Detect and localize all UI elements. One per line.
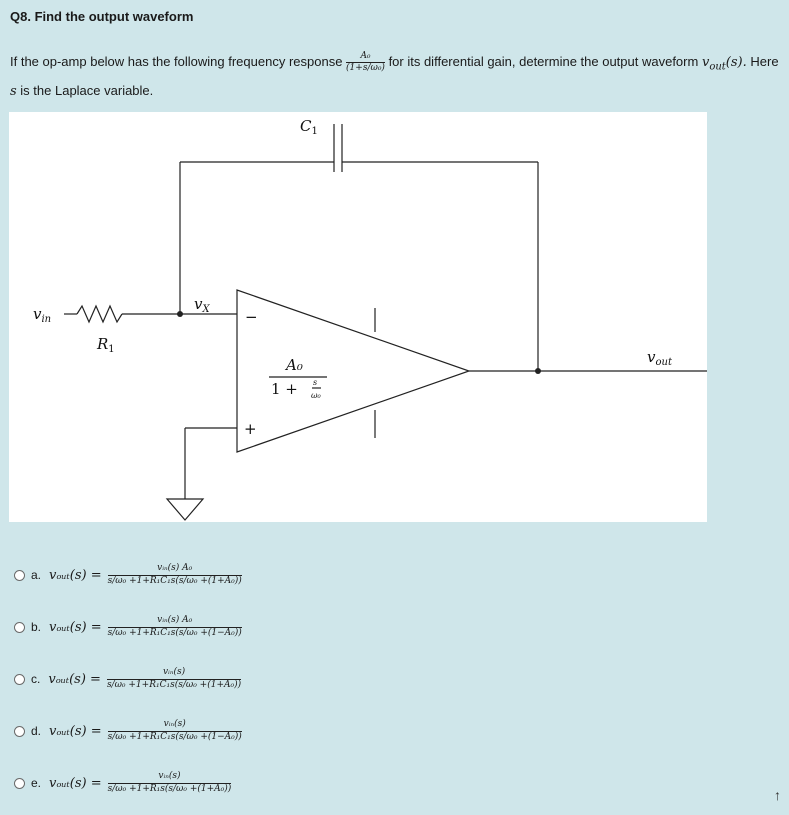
- option-b-denominator: s/ω₀ +1+R₁C₁s(s/ω₀ +(1−A₀)): [107, 626, 242, 638]
- minus-input-label: −: [245, 308, 258, 326]
- question-text-part2: for its differential gain, determine the…: [388, 54, 699, 69]
- ground-symbol: [165, 498, 205, 521]
- option-a-fraction: vᵢₙ(s) A₀ s/ω₀ +1+R₁C₁s(s/ω₀ +(1+A₀)): [107, 563, 242, 586]
- c1-label: C1: [300, 117, 318, 137]
- response-fraction: A₀ (1+s/ω₀): [346, 52, 385, 73]
- plus-input-label: +: [244, 420, 257, 438]
- option-e-fraction: vᵢₙ(s) s/ω₀ +1+R₁s(s/ω₀ +(1+A₀)): [107, 771, 232, 794]
- vout-label: vout: [647, 348, 673, 368]
- option-a-numerator: vᵢₙ(s) A₀: [157, 563, 193, 574]
- gain-numerator: A₀: [284, 356, 303, 374]
- node-out-dot: [535, 368, 541, 374]
- option-b-fraction: vᵢₙ(s) A₀ s/ω₀ +1+R₁C₁s(s/ω₀ +(1−A₀)): [107, 615, 242, 638]
- response-denominator: (1+s/ω₀): [346, 63, 385, 74]
- question-text-part4: is the Laplace variable.: [20, 82, 154, 98]
- option-c-denominator: s/ω₀ +1+R₁C₁s(s/ω₀ +(1+A₀)): [106, 678, 242, 690]
- option-b-lhs: vₒᵤₜ(s) =: [49, 619, 102, 635]
- radio-c[interactable]: [14, 673, 25, 685]
- option-e[interactable]: e. vₒᵤₜ(s) = vᵢₙ(s) s/ω₀ +1+R₁s(s/ω₀ +(1…: [14, 768, 232, 798]
- resistor-r1: [76, 304, 123, 324]
- vx-label: vX: [194, 295, 210, 315]
- gain-denominator-s: s: [313, 378, 317, 387]
- option-a-lhs: vₒᵤₜ(s) =: [49, 567, 102, 583]
- option-b-numerator: vᵢₙ(s) A₀: [157, 615, 193, 626]
- option-e-numerator: vᵢₙ(s): [158, 771, 181, 782]
- vin-label: vin: [33, 305, 51, 325]
- option-c-lhs: vₒᵤₜ(s) =: [48, 671, 101, 687]
- option-e-label: e.: [31, 776, 42, 790]
- arrow-up-icon[interactable]: ↑: [774, 787, 781, 803]
- r1-label: R1: [96, 335, 115, 355]
- circuit-figure: vin R1 C1 vX vout A₀ 1 + s ω₀ − +: [9, 112, 707, 522]
- option-e-denominator: s/ω₀ +1+R₁s(s/ω₀ +(1+A₀)): [107, 782, 232, 794]
- question-text-part1: If the op-amp below has the following fr…: [10, 54, 343, 69]
- question-title: Q8. Find the output waveform: [10, 9, 194, 24]
- option-a-label: a.: [31, 568, 42, 582]
- option-c-numerator: vᵢₙ(s): [162, 667, 186, 678]
- node-vx-dot: [177, 311, 183, 317]
- laplace-symbol: s: [10, 83, 17, 99]
- option-d-fraction: vᵢₙ(s) s/ω₀ +1+R₁C₁s(s/ω₀ +(1−A₀)): [107, 719, 242, 742]
- option-d-numerator: vᵢₙ(s): [163, 719, 186, 730]
- option-a-denominator: s/ω₀ +1+R₁C₁s(s/ω₀ +(1+A₀)): [107, 574, 242, 586]
- option-c-fraction: vᵢₙ(s) s/ω₀ +1+R₁C₁s(s/ω₀ +(1+A₀)): [106, 667, 242, 690]
- radio-b[interactable]: [14, 621, 25, 633]
- response-numerator: A₀: [346, 52, 385, 64]
- option-b-label: b.: [31, 620, 42, 634]
- question-text-part3: Here: [750, 54, 779, 69]
- radio-a[interactable]: [14, 569, 25, 581]
- gain-denominator-prefix: 1 +: [271, 380, 298, 398]
- option-c[interactable]: c. vₒᵤₜ(s) = vᵢₙ(s) s/ω₀ +1+R₁C₁s(s/ω₀ +…: [14, 664, 242, 694]
- option-d-lhs: vₒᵤₜ(s) =: [49, 723, 102, 739]
- question-text: If the op-amp below has the following fr…: [10, 50, 780, 103]
- opamp-triangle: [236, 289, 471, 453]
- circuit-diagram: vin R1 C1 vX vout A₀ 1 + s ω₀ − +: [33, 117, 707, 521]
- radio-e[interactable]: [14, 777, 25, 789]
- vout-symbol: vout(s).: [701, 55, 747, 73]
- option-a[interactable]: a. vₒᵤₜ(s) = vᵢₙ(s) A₀ s/ω₀ +1+R₁C₁s(s/ω…: [14, 560, 242, 590]
- option-c-label: c.: [31, 672, 41, 686]
- gain-denominator-omega: ω₀: [311, 391, 322, 400]
- radio-d[interactable]: [14, 725, 25, 737]
- option-d-denominator: s/ω₀ +1+R₁C₁s(s/ω₀ +(1−A₀)): [107, 730, 242, 742]
- option-e-lhs: vₒᵤₜ(s) =: [49, 775, 102, 791]
- option-d-label: d.: [31, 724, 42, 738]
- option-b[interactable]: b. vₒᵤₜ(s) = vᵢₙ(s) A₀ s/ω₀ +1+R₁C₁s(s/ω…: [14, 612, 242, 642]
- option-d[interactable]: d. vₒᵤₜ(s) = vᵢₙ(s) s/ω₀ +1+R₁C₁s(s/ω₀ +…: [14, 716, 242, 746]
